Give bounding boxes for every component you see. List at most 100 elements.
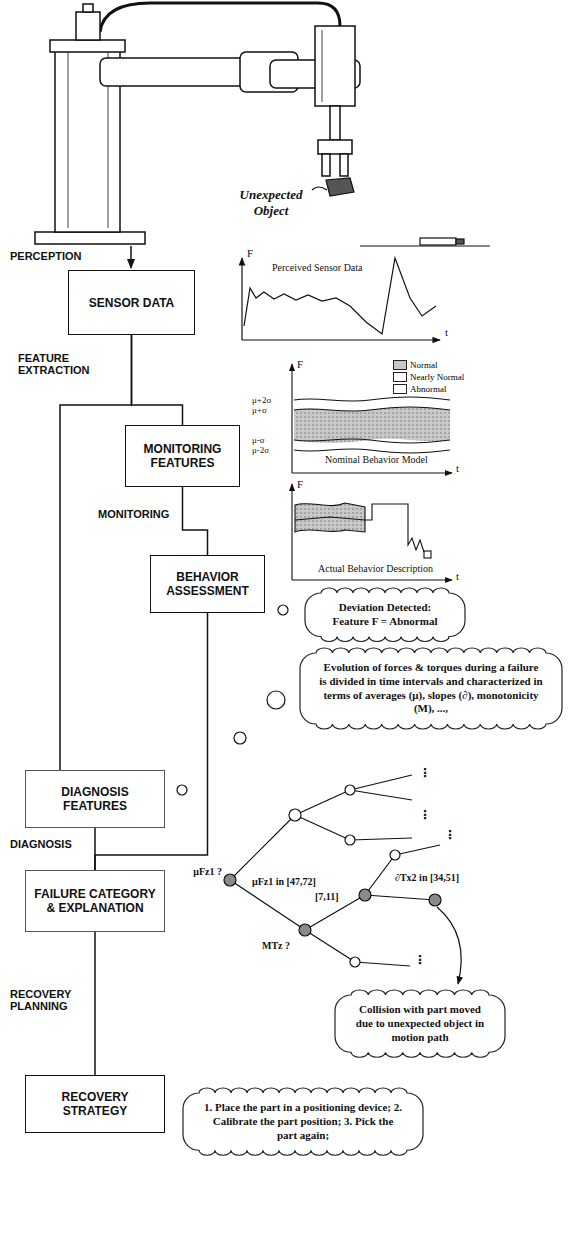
axis-label: t [445, 326, 448, 338]
thought-cloud: Evolution of forces & torques during a f… [295, 648, 567, 729]
flow-line [183, 487, 208, 555]
node-text: DIAGNOSIS FEATURES [32, 785, 158, 813]
tree-branch: μFz1 in [47,72] [252, 876, 316, 887]
thought-cloud: Deviation Detected: Feature F = Abnormal [300, 588, 470, 642]
axis-label: t [456, 570, 459, 582]
scara-robot [330, 106, 340, 140]
nominal-behavior-chart [294, 407, 450, 443]
scara-robot [35, 3, 360, 244]
unexpected-object [326, 178, 354, 196]
scara-robot [76, 12, 100, 40]
flow-line [132, 335, 183, 425]
tree-test: MTz ? [262, 940, 290, 951]
nominal-behavior-chart [294, 449, 450, 453]
decision-tree [345, 785, 355, 795]
flow-label: PERCEPTION [10, 250, 82, 262]
decision-tree [437, 907, 461, 984]
node-text: BEHAVIOR ASSESSMENT [157, 570, 258, 598]
band-label: μ-σ [252, 435, 265, 445]
legend-swatch [393, 384, 407, 394]
decision-tree [224, 874, 441, 936]
node-text: MONITORING FEATURES [132, 442, 233, 470]
scara-robot [322, 154, 330, 176]
chart-title: Perceived Sensor Data [272, 262, 363, 273]
process-box: DIAGNOSIS FEATURES [25, 770, 165, 828]
axis-label: t [456, 462, 459, 474]
chart-title: Actual Behavior Description [318, 563, 433, 574]
scara-robot [68, 52, 69, 228]
edge-label: RECOVERY PLANNING [10, 988, 88, 1012]
axis-label: F [247, 247, 253, 259]
process-box: MONITORING FEATURES [125, 425, 240, 487]
process-box: BEHAVIOR ASSESSMENT [150, 555, 265, 613]
thought-bubbles [278, 605, 288, 615]
process-box: RECOVERY STRATEGY [25, 1075, 165, 1133]
decision-tree [350, 957, 360, 967]
nominal-behavior-chart [294, 407, 450, 411]
decision-tree [345, 835, 355, 845]
work-table [456, 239, 464, 244]
decision-tree [230, 775, 440, 966]
decision-tree [299, 924, 311, 936]
thought-bubbles [267, 691, 285, 709]
decision-tree [224, 874, 236, 886]
band-label: μ+2σ [252, 395, 271, 405]
nominal-behavior-chart [294, 397, 450, 401]
ellipsis: ⋮ [444, 828, 456, 842]
thought-cloud: 1. Place the part in a positioning devic… [178, 1088, 428, 1155]
cloud-outline [300, 648, 562, 729]
scara-robot [322, 30, 323, 102]
legend-text: Nearly Normal [410, 372, 464, 382]
axis-label: F [297, 358, 303, 370]
nominal-behavior-chart [292, 472, 452, 473]
actual-behavior-chart [295, 504, 424, 552]
node-text: 1. Place the part in a positioning devic… [202, 1101, 404, 1142]
sensor-chart [244, 258, 436, 334]
axis-label: F [297, 478, 303, 490]
cloud-outline [305, 588, 465, 642]
node-text: Deviation Detected: Feature F = Abnormal [324, 601, 446, 629]
edge-label: MONITORING [98, 508, 178, 520]
legend-item: Normal [393, 360, 438, 370]
node-text: FAILURE CATEGORY & EXPLANATION [32, 887, 158, 915]
edge-label: DIAGNOSIS [10, 838, 85, 850]
work-table [420, 238, 456, 245]
work-table [360, 238, 490, 246]
process-box: FAILURE CATEGORY & EXPLANATION [25, 870, 165, 932]
unexpected-object [312, 187, 327, 190]
flow-line [94, 932, 96, 1075]
node-text: RECOVERY STRATEGY [32, 1090, 158, 1118]
decision-tree [289, 809, 301, 821]
object-label: Unexpected Object [226, 187, 316, 219]
nominal-behavior-chart [294, 439, 450, 443]
legend-text: Normal [410, 360, 438, 370]
scara-robot [340, 154, 348, 176]
node-text: Collision with part moved due to unexpec… [354, 1003, 486, 1044]
node-text: SENSOR DATA [89, 296, 175, 310]
actual-behavior-chart [424, 551, 431, 558]
scara-robot [318, 140, 352, 154]
legend-text: Abnormal [410, 384, 447, 394]
flow-line [95, 613, 208, 870]
decision-tree [359, 889, 371, 901]
scara-robot [35, 232, 145, 244]
chart-title: Nominal Behavior Model [325, 454, 428, 465]
sensor-chart [242, 258, 440, 340]
legend-item: Nearly Normal [393, 372, 464, 382]
unexpected-object [312, 178, 354, 196]
decision-tree [224, 775, 461, 984]
actual-behavior-chart [292, 579, 452, 580]
actual-behavior-chart [291, 484, 292, 580]
tree-test: μFz1 ? [170, 866, 222, 877]
sensor-chart [242, 339, 440, 340]
scara-robot [315, 26, 355, 106]
thought-bubbles [177, 605, 288, 795]
edge-label: FEATURE EXTRACTION [18, 352, 113, 376]
legend-item: Abnormal [393, 384, 447, 394]
ellipsis: ⋮ [419, 808, 431, 822]
perception-arrow [130, 246, 132, 268]
